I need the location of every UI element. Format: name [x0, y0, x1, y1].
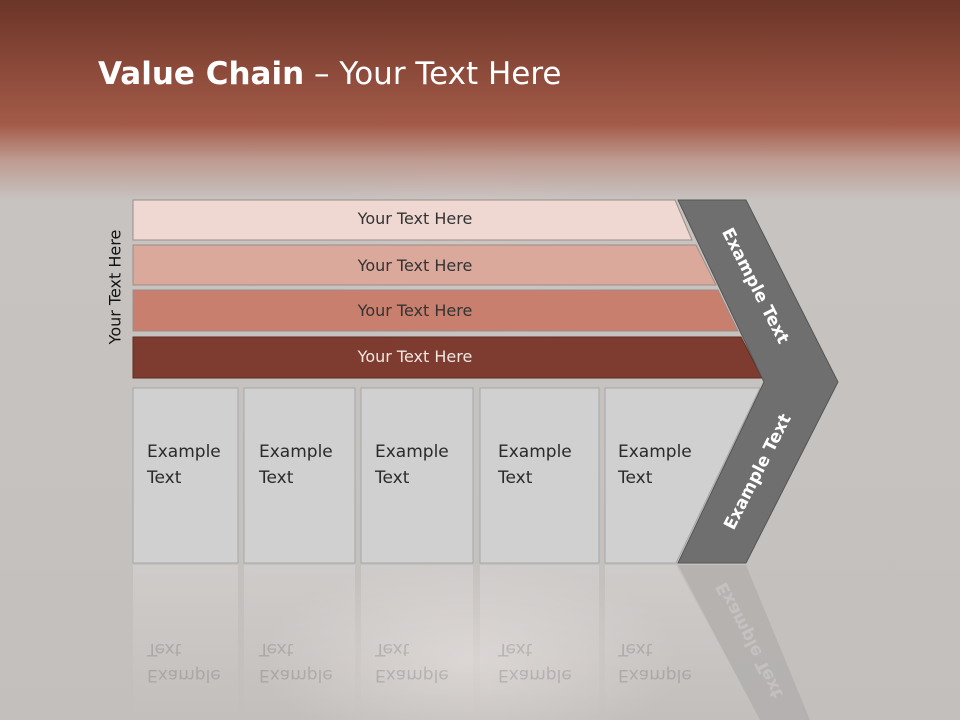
box-label-reflection-4-line1: Example — [498, 665, 572, 685]
chevron-reflection — [678, 565, 810, 720]
box-label-reflection-1-line1: Example — [147, 665, 221, 685]
box-label-reflection-3-line2: Text — [375, 639, 410, 659]
box-label-5-line1: Example — [618, 442, 692, 462]
bar-3 — [132, 289, 739, 332]
bar-1 — [132, 199, 693, 241]
box-reflection-3 — [361, 565, 473, 720]
box-label-reflection-2-line1: Example — [259, 665, 333, 685]
bar-label-2: Your Text Here — [357, 256, 473, 275]
box-label-reflection-5-line1: Example — [618, 665, 692, 685]
box-label-reflection-1-line2: Text — [147, 639, 182, 659]
box-3 — [360, 387, 474, 564]
box-2 — [243, 387, 356, 564]
box-reflection-1 — [133, 565, 238, 720]
box-label-1-line1: Example — [147, 442, 221, 462]
box-label-reflection-3: Example Text — [375, 636, 449, 688]
box-reflection-4 — [480, 565, 599, 720]
box-label-2-line1: Example — [259, 442, 333, 462]
box-label-4-line2: Text — [498, 468, 533, 488]
box-label-3-line1: Example — [375, 442, 449, 462]
box-label-5-line2: Text — [618, 468, 653, 488]
box-label-reflection-4-line2: Text — [498, 639, 533, 659]
chevron-arrow — [677, 199, 839, 564]
box-4 — [479, 387, 600, 564]
title-bold: Value Chain — [98, 56, 305, 92]
box-label-4-line1: Example — [498, 442, 572, 462]
bar-label-1: Your Text Here — [357, 209, 473, 228]
box-label-reflection-4: Example Text — [498, 636, 572, 688]
title-rest: – Your Text Here — [304, 56, 562, 92]
box-label-reflection-2: Example Text — [259, 636, 333, 688]
box-label-2-line2: Text — [259, 468, 294, 488]
bar-label-3: Your Text Here — [357, 301, 473, 320]
box-reflection-5 — [605, 565, 760, 720]
bar-label-4: Your Text Here — [357, 347, 473, 366]
box-label-reflection-1: Example Text — [147, 636, 221, 688]
title-band — [0, 0, 960, 200]
box-label-3-line2: Text — [375, 468, 410, 488]
box-5 — [604, 387, 761, 564]
box-reflection-2 — [244, 565, 355, 720]
bar-2 — [132, 244, 717, 286]
box-label-1-line2: Text — [147, 468, 182, 488]
box-1 — [132, 387, 239, 564]
box-label-reflection-2-line2: Text — [259, 639, 294, 659]
box-label-reflection-3-line1: Example — [375, 665, 449, 685]
box-label-reflection-5: Example Text — [618, 636, 692, 688]
slide-title: Value Chain – Your Text Here — [98, 54, 561, 94]
box-label-reflection-5-line2: Text — [618, 639, 653, 659]
